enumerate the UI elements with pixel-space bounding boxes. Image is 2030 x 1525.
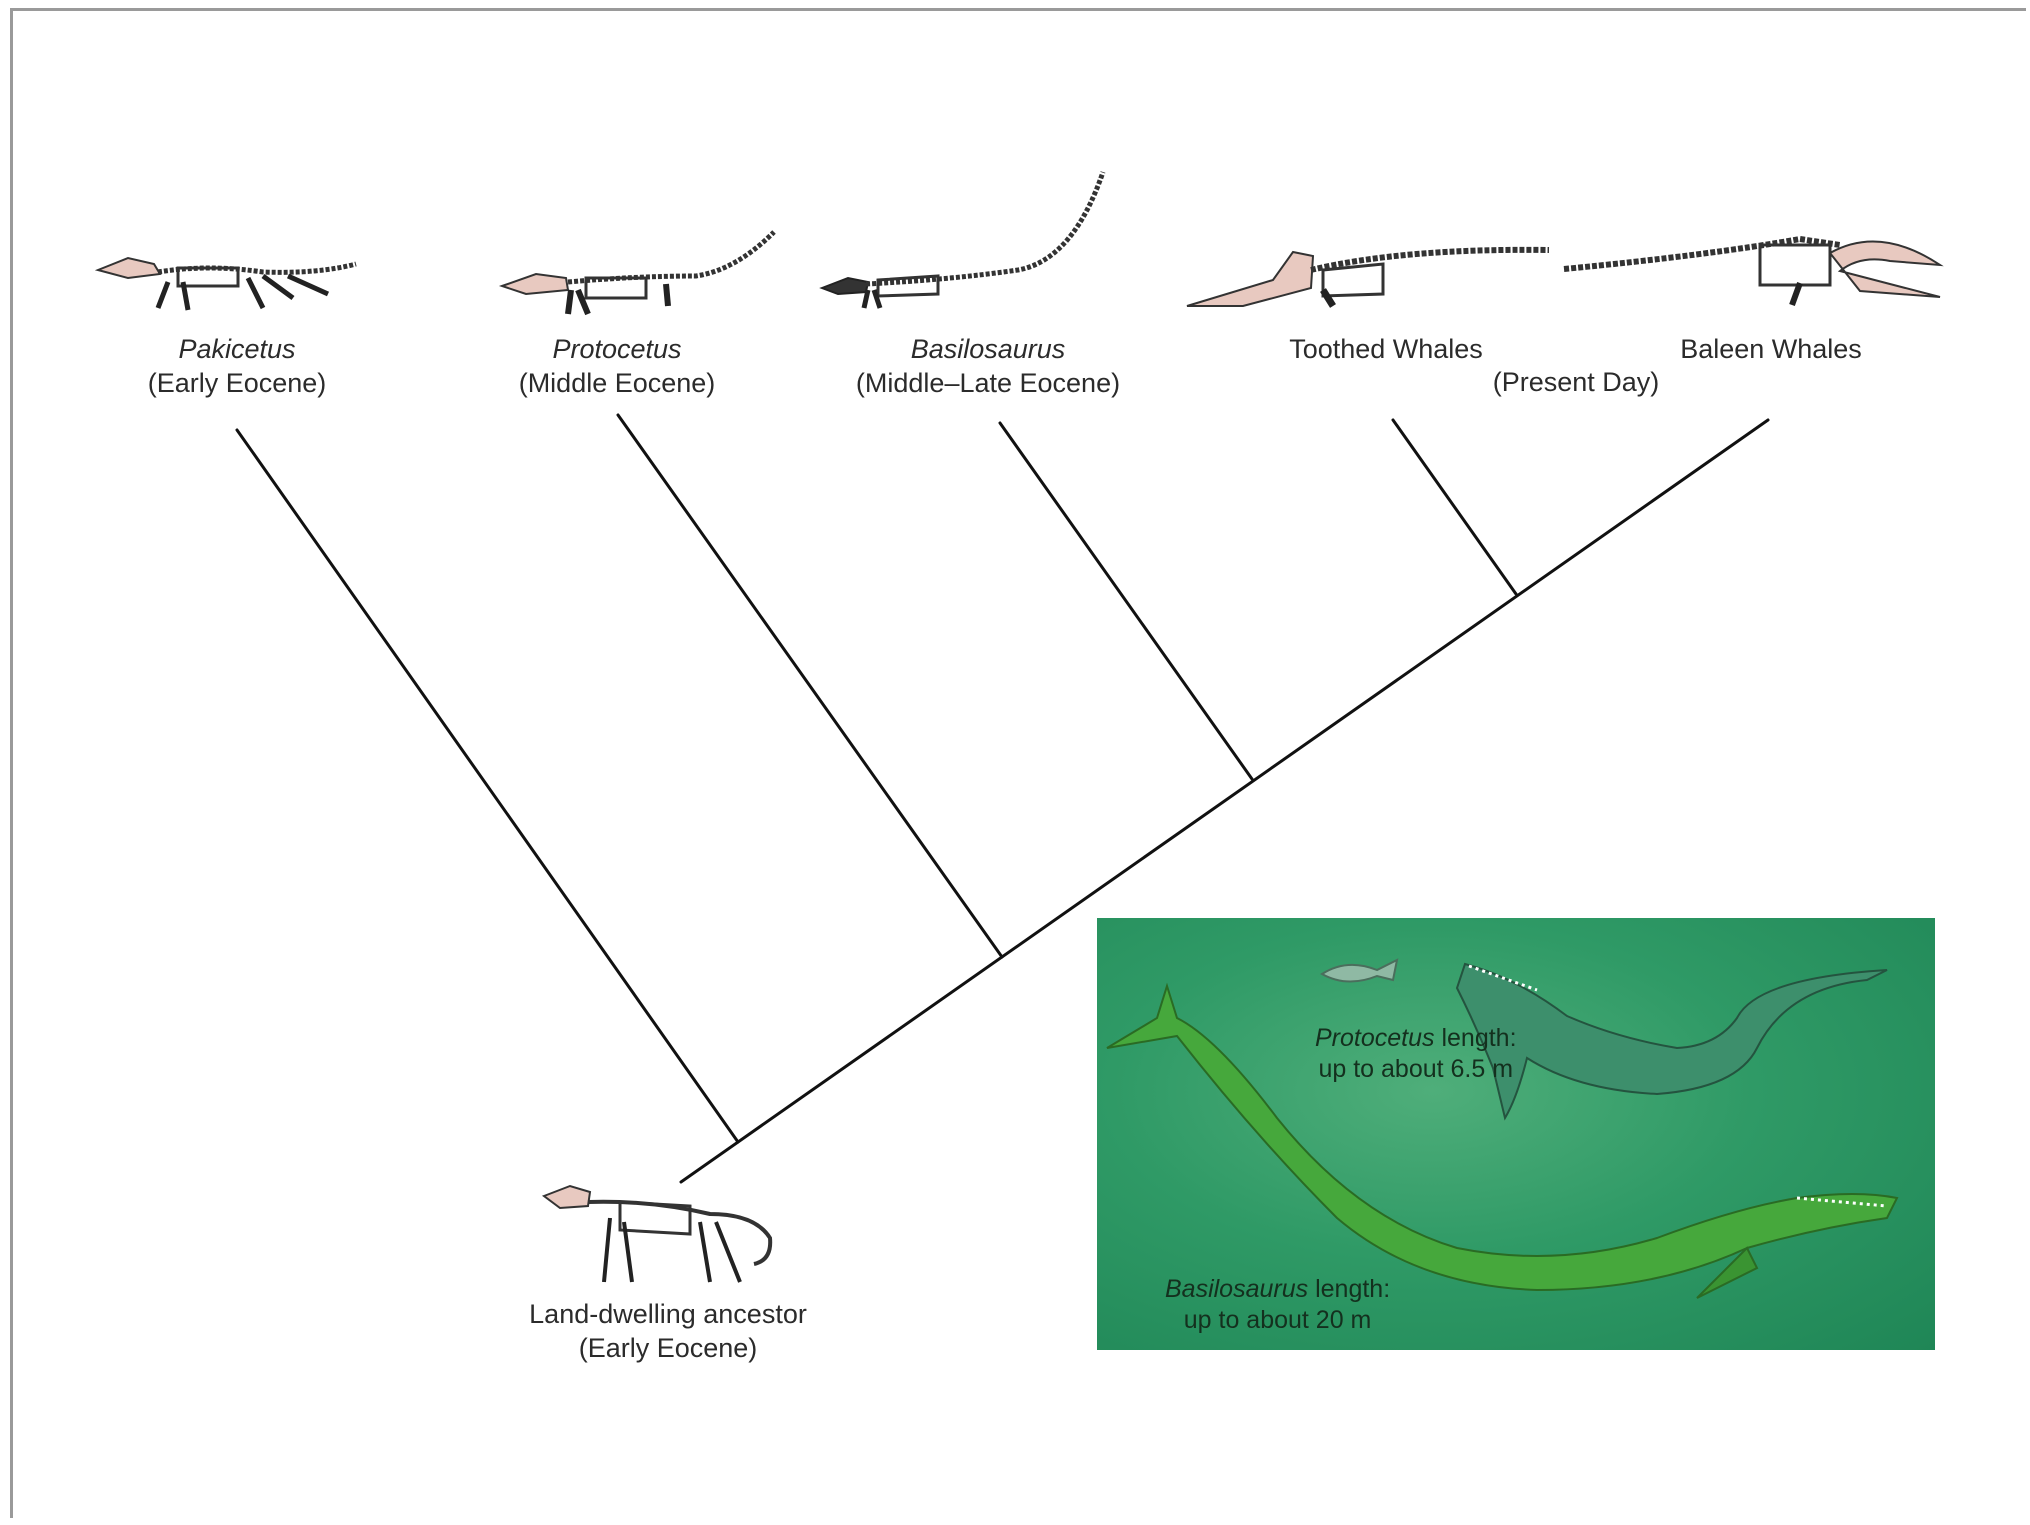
label-baleen-whales: Baleen Whales — [1680, 332, 1862, 366]
branch-pakicetus — [237, 430, 738, 1142]
protocetus-body — [1457, 964, 1887, 1118]
label-present-day: (Present Day) — [1493, 365, 1660, 399]
fish-icon — [1322, 960, 1397, 982]
basilosaurus-caption-length: up to about 20 m — [1184, 1306, 1372, 1334]
pakicetus-name: Pakicetus — [178, 334, 295, 364]
protocetus-caption-name: Protocetus — [1315, 1024, 1435, 1052]
basilosaurus-caption-text: length: — [1308, 1275, 1390, 1303]
protocetus-caption: Protocetus length: up to about 6.5 m — [1315, 1023, 1517, 1085]
baleen-whales-name: Baleen Whales — [1680, 334, 1862, 364]
toothed-whale-skeleton — [1183, 230, 1553, 316]
protocetus-period: (Middle Eocene) — [519, 368, 716, 398]
branch-protocetus — [618, 415, 1002, 957]
basilosaurus-caption: Basilosaurus length: up to about 20 m — [1165, 1274, 1390, 1336]
branch-toothed-whales — [1393, 420, 1516, 594]
reconstruction-inset: Protocetus length: up to about 6.5 m Bas… — [1097, 918, 1935, 1350]
label-pakicetus: Pakicetus (Early Eocene) — [148, 332, 327, 400]
basilosaurus-skeleton — [818, 170, 1108, 315]
label-toothed-whales: Toothed Whales — [1289, 332, 1483, 366]
basilosaurus-caption-name: Basilosaurus — [1165, 1275, 1308, 1303]
present-day-period: (Present Day) — [1493, 367, 1660, 397]
protocetus-caption-length: up to about 6.5 m — [1318, 1055, 1513, 1083]
toothed-whales-name: Toothed Whales — [1289, 334, 1483, 364]
pakicetus-period: (Early Eocene) — [148, 368, 327, 398]
land-ancestor-skeleton — [540, 1178, 790, 1290]
branch-basilosaurus — [1000, 423, 1252, 779]
pakicetus-skeleton — [88, 238, 368, 320]
ancestor-period: (Early Eocene) — [579, 1333, 758, 1363]
protocetus-skeleton — [496, 226, 781, 318]
basilosaurus-period: (Middle–Late Eocene) — [856, 368, 1120, 398]
label-protocetus: Protocetus (Middle Eocene) — [519, 332, 716, 400]
baleen-whale-skeleton — [1560, 225, 1945, 315]
protocetus-name: Protocetus — [552, 334, 681, 364]
label-land-ancestor: Land-dwelling ancestor (Early Eocene) — [529, 1297, 807, 1365]
basilosaurus-name: Basilosaurus — [911, 334, 1066, 364]
protocetus-caption-text: length: — [1435, 1024, 1517, 1052]
ancestor-name: Land-dwelling ancestor — [529, 1299, 807, 1329]
label-basilosaurus: Basilosaurus (Middle–Late Eocene) — [856, 332, 1120, 400]
